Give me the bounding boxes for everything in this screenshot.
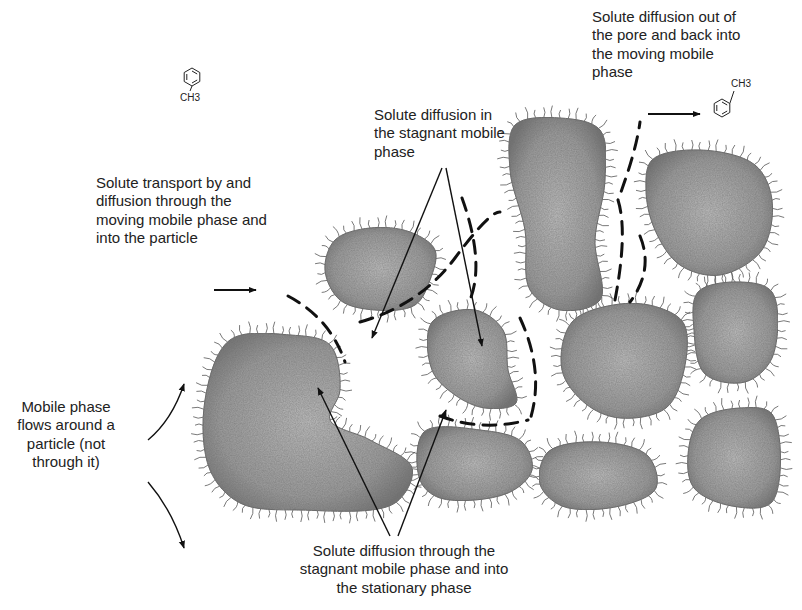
methyl-bond	[190, 86, 192, 91]
solute-path	[440, 416, 528, 425]
silica-particle	[417, 427, 533, 501]
callout-label: Solute diffusion out of the pore and bac…	[592, 8, 744, 81]
bonded-phase-chain	[497, 106, 618, 322]
silica-particle	[427, 309, 517, 408]
leader-arrow	[318, 388, 390, 536]
callout-label: Solute diffusion through the stagnant mo…	[290, 542, 518, 597]
solute-path	[288, 122, 645, 425]
solute-path	[615, 122, 640, 300]
double-bond	[187, 71, 197, 83]
bonded-phase-chain	[315, 216, 446, 323]
bonded-phase	[191, 106, 792, 524]
silica-particle	[561, 303, 687, 418]
methyl-label: CH3	[180, 93, 200, 103]
double-bond	[717, 102, 727, 114]
bonded-phase-chain	[528, 431, 667, 522]
silica-particle	[646, 150, 773, 276]
bonded-phase-chain	[416, 300, 527, 421]
particles	[203, 117, 781, 511]
silica-particle	[693, 282, 778, 383]
bonded-phase-chain	[550, 292, 700, 430]
bonded-phase-chain	[681, 272, 790, 394]
bonded-phase-chain	[191, 322, 422, 524]
silica-particle	[325, 227, 436, 310]
solute-path	[630, 236, 645, 302]
callout-label: Mobile phase flows around a particle (no…	[10, 398, 122, 471]
solute-path	[520, 318, 536, 420]
benzene-ring	[714, 99, 730, 117]
silica-particle	[688, 408, 781, 509]
callout-label: Solute diffusion in the stagnant mobile …	[374, 106, 514, 161]
flow-arrow	[148, 482, 184, 548]
leader-arrow	[372, 168, 442, 338]
silica-particle	[509, 117, 606, 310]
leader-arrow	[398, 410, 446, 536]
silica-particle	[203, 333, 413, 511]
methyl-bond	[730, 91, 734, 104]
silica-particle	[539, 442, 657, 510]
flow-arrow	[648, 113, 700, 115]
bonded-phase-chain	[676, 396, 793, 520]
solute-path	[360, 212, 500, 322]
flow-arrow	[214, 289, 256, 291]
flow-arrow	[148, 384, 184, 440]
callout-label: Solute transport by and diffusion throug…	[96, 174, 276, 247]
solute-path	[288, 296, 345, 362]
leader-arrow	[446, 168, 482, 346]
methyl-label: CH3	[731, 79, 751, 89]
benzene-ring	[184, 68, 200, 86]
bonded-phase-chain	[634, 139, 784, 287]
